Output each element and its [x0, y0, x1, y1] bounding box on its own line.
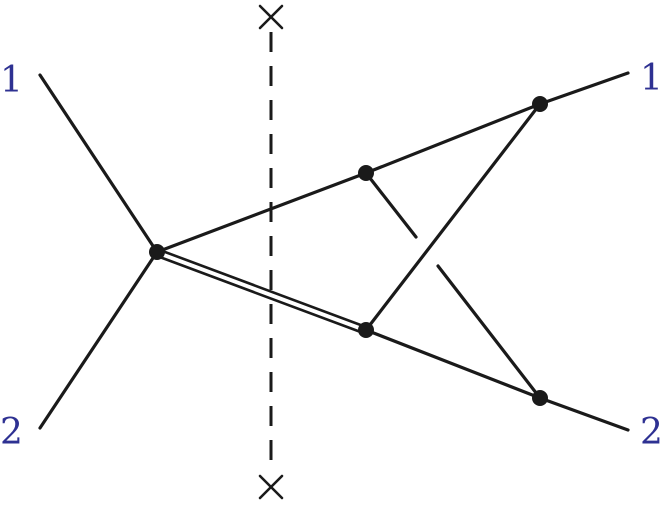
rung-lower-to-top	[364, 102, 542, 332]
cut-marker-top-icon	[258, 4, 284, 30]
vertex-lower-inner	[358, 322, 374, 338]
propagator-upper-right	[364, 102, 542, 175]
label-in-bottom: 2	[0, 412, 23, 453]
propagator-lower-right	[364, 328, 542, 400]
double-line-b	[155, 254, 368, 336]
incoming-line-2	[38, 250, 159, 430]
vertex-left	[149, 244, 165, 260]
label-out-bottom: 2	[640, 412, 663, 453]
label-in-top: 1	[0, 60, 23, 101]
rung-upper-to-bottom-part2	[436, 264, 542, 400]
vertex-upper-inner	[358, 165, 374, 181]
double-line-a	[155, 247, 368, 329]
incoming-line-1	[38, 73, 159, 254]
outgoing-line-2	[538, 396, 630, 432]
vertex-right-top	[532, 96, 548, 112]
label-out-top: 1	[640, 58, 663, 99]
vertex-right-bottom	[532, 390, 548, 406]
rung-upper-to-bottom-part1	[364, 171, 418, 239]
cut-marker-bottom-icon	[258, 474, 284, 500]
outgoing-line-1	[538, 71, 630, 106]
propagator-upper	[155, 171, 368, 254]
